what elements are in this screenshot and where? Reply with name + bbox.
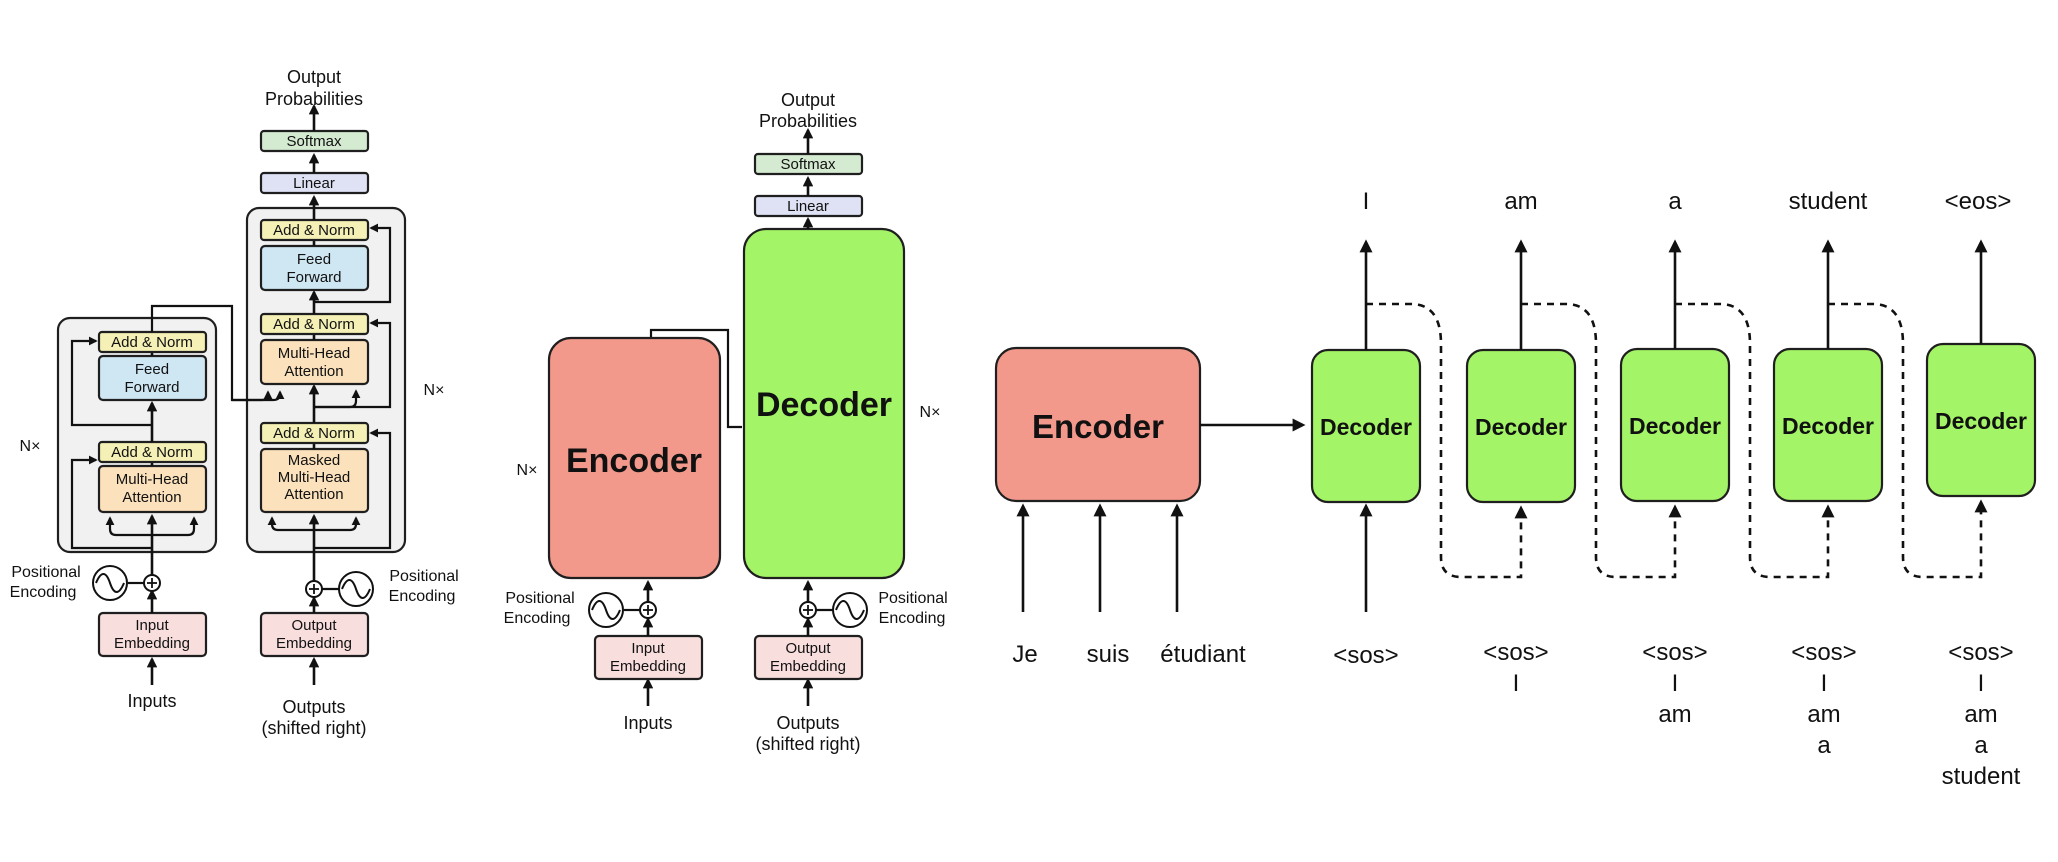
output-probabilities-label-2: Probabilities	[265, 89, 363, 109]
svg-text:Add & Norm: Add & Norm	[273, 316, 355, 333]
encoder-block	[547, 336, 722, 580]
output-token: <eos>	[1945, 188, 2012, 215]
decoder-block-label: Decoder	[1935, 408, 2027, 434]
svg-text:Attention: Attention	[284, 486, 343, 503]
decoder-block-label: Decoder	[1782, 413, 1874, 439]
svg-text:Feed: Feed	[135, 361, 169, 378]
svg-text:Linear: Linear	[293, 175, 335, 192]
svg-text:Encoding: Encoding	[389, 588, 456, 605]
svg-text:Embedding: Embedding	[276, 635, 352, 652]
svg-text:Masked: Masked	[288, 452, 341, 469]
outputs-label-2: (shifted right)	[261, 718, 366, 738]
svg-text:Embedding: Embedding	[610, 658, 686, 675]
svg-text:Outputs: Outputs	[776, 713, 839, 733]
source-token: Je	[1012, 641, 1037, 668]
decoder-input-token: a	[1974, 732, 1988, 759]
dashed-feedback-arrow-icon	[1366, 302, 1528, 579]
decoder-input-token: am	[1964, 701, 1997, 728]
encoder-block-label: Encoder	[1032, 408, 1164, 445]
decoder-nx-label: N×	[424, 382, 445, 399]
svg-text:Linear: Linear	[787, 198, 829, 215]
svg-text:Inputs: Inputs	[623, 713, 672, 733]
svg-text:Positional: Positional	[389, 568, 458, 585]
output-token: student	[1789, 188, 1868, 215]
svg-text:Embedding: Embedding	[770, 658, 846, 675]
decoder-input-token: I	[1978, 670, 1985, 697]
decoder-input-token: I	[1821, 670, 1828, 697]
encoder-column: Input Embedding Positional Encoding Mult…	[10, 304, 285, 711]
decoder-input-token: student	[1942, 763, 2021, 790]
svg-text:Forward: Forward	[286, 269, 341, 286]
svg-text:Input: Input	[631, 640, 665, 657]
svg-text:Output: Output	[781, 90, 835, 110]
svg-text:Output: Output	[291, 617, 337, 634]
decoder-input-token: <sos>	[1791, 639, 1856, 666]
svg-text:Add & Norm: Add & Norm	[111, 334, 193, 351]
sine-wave-icon	[92, 565, 128, 601]
sine-wave-icon	[588, 592, 624, 628]
dashed-feedback-arrow-icon	[1828, 302, 1988, 579]
decoder-block	[742, 227, 906, 580]
output-token: a	[1668, 188, 1682, 215]
decoder-input-token: <sos>	[1483, 639, 1548, 666]
inputs-label: Inputs	[127, 691, 176, 711]
encoder-nx-label: N×	[20, 438, 41, 455]
input-embedding-label-1: Input	[135, 617, 169, 634]
sine-wave-icon	[832, 592, 868, 628]
svg-text:Forward: Forward	[124, 379, 179, 396]
svg-text:Positional: Positional	[878, 590, 947, 607]
output-token: am	[1504, 188, 1537, 215]
svg-text:Output: Output	[785, 640, 831, 657]
panel-block-transformer: Encoder Decoder N× N× Input Embedding Po…	[504, 90, 948, 754]
input-embedding-label-2: Embedding	[114, 635, 190, 652]
decoder-block-label: Decoder	[1629, 413, 1721, 439]
source-token: suis	[1087, 641, 1130, 668]
output-probabilities-label-1: Output	[287, 67, 341, 87]
encoder-block-label: Encoder	[566, 442, 702, 480]
decoder-block-label: Decoder	[1320, 414, 1412, 440]
panel-detailed-transformer: Input Embedding Positional Encoding Mult…	[10, 67, 459, 738]
svg-text:Add & Norm: Add & Norm	[273, 222, 355, 239]
decoder-block-label: Decoder	[1475, 414, 1567, 440]
output-token: I	[1363, 188, 1370, 215]
dashed-feedback-arrow-icon	[1521, 302, 1682, 579]
svg-text:Probabilities: Probabilities	[759, 111, 857, 131]
svg-text:Softmax: Softmax	[286, 133, 342, 150]
decoder-input-token: I	[1672, 670, 1679, 697]
decoder-input-token: I	[1513, 670, 1520, 697]
outputs-label-1: Outputs	[282, 697, 345, 717]
sine-wave-icon	[338, 571, 374, 607]
decoder-input-token: am	[1658, 701, 1691, 728]
svg-text:Feed: Feed	[297, 251, 331, 268]
decoder-input-token: am	[1807, 701, 1840, 728]
encoder-nx-label: N×	[517, 462, 538, 479]
decoder-column: Output Embedding Positional Encoding Mas…	[259, 67, 459, 738]
svg-text:Add & Norm: Add & Norm	[111, 444, 193, 461]
svg-text:Multi-Head: Multi-Head	[278, 469, 351, 486]
svg-text:Encoding: Encoding	[879, 610, 946, 627]
decoder-input-token: a	[1817, 732, 1831, 759]
source-token: étudiant	[1160, 641, 1246, 668]
pos-enc-label-1: Positional	[11, 564, 80, 581]
svg-text:(shifted right): (shifted right)	[755, 734, 860, 754]
svg-text:Add & Norm: Add & Norm	[273, 425, 355, 442]
decoder-block-label: Decoder	[756, 386, 892, 424]
svg-text:Attention: Attention	[284, 363, 343, 380]
svg-text:Attention: Attention	[122, 489, 181, 506]
dashed-feedback-arrow-icon	[1675, 302, 1835, 579]
decoder-input-token: <sos>	[1948, 639, 2013, 666]
svg-text:Multi-Head: Multi-Head	[278, 345, 351, 362]
svg-text:Multi-Head: Multi-Head	[116, 471, 189, 488]
pos-enc-label-2: Encoding	[10, 584, 77, 601]
decoder-input-token: <sos>	[1642, 639, 1707, 666]
decoder-input-token: <sos>	[1333, 642, 1398, 669]
svg-text:Positional: Positional	[505, 590, 574, 607]
decoder-nx-label: N×	[920, 404, 941, 421]
svg-text:Encoding: Encoding	[504, 610, 571, 627]
svg-text:Softmax: Softmax	[780, 156, 836, 173]
